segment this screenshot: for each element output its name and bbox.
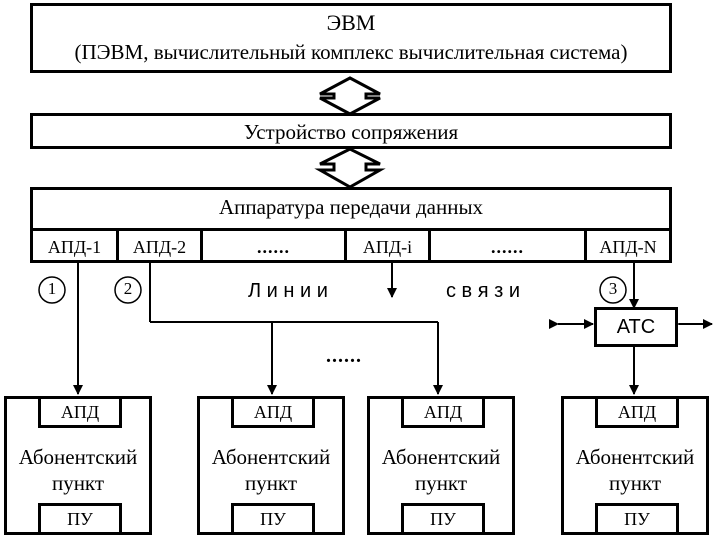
exchange-label: АТС <box>616 316 656 338</box>
double-arrow-computer-interface <box>319 76 381 116</box>
subscriber-4-name-2: пункт <box>608 471 662 495</box>
data-equipment-box: Аппаратура передачи данных АПД-1 АПД-2 .… <box>30 187 672 263</box>
subscriber-1-name-1: Абонентский <box>18 445 138 469</box>
subscribers-ellipsis: ...... <box>326 345 362 367</box>
cell-apd-n: АПД-N <box>599 236 657 257</box>
subscriber-3-name-2: пункт <box>414 471 468 495</box>
subscriber-3-apd: АПД <box>401 396 485 428</box>
subscriber-2-pu: ПУ <box>231 503 315 535</box>
cell-apd-i: АПД-i <box>347 231 431 263</box>
marker-circle-2 <box>114 276 142 304</box>
cell-apd-1: АПД-1 <box>33 231 119 263</box>
subscriber-1: АПД Абонентский пункт ПУ <box>4 396 152 535</box>
data-equipment-label: Аппаратура передачи данных <box>218 195 484 219</box>
lines-label-word1: Л и н и и <box>248 280 328 302</box>
subscriber-4-pu: ПУ <box>595 503 679 535</box>
cell-ellipsis-2: ...... <box>431 231 587 263</box>
subscriber-4-name-1: Абонентский <box>575 445 695 469</box>
cell-ellipsis-1: ...... <box>203 231 347 263</box>
marker-circle-3 <box>599 276 627 304</box>
exchange-box: АТС <box>594 307 678 347</box>
interface-device-label: Устройство сопряжения <box>243 120 459 144</box>
marker-3: 3 <box>608 279 618 298</box>
marker-1: 1 <box>47 279 57 298</box>
double-arrow-interface-equipment <box>314 147 386 189</box>
cell-apd-2: АПД-2 <box>119 231 203 263</box>
equipment-divider <box>33 228 669 231</box>
subscriber-3: АПД Абонентский пункт ПУ <box>367 396 515 535</box>
lines-label-word2: с в я з и <box>446 280 521 302</box>
subscriber-2: АПД Абонентский пункт ПУ <box>197 396 345 535</box>
marker-2: 2 <box>123 279 133 298</box>
subscriber-1-apd: АПД <box>38 396 122 428</box>
subscriber-2-apd: АПД <box>231 396 315 428</box>
subscriber-4-apd: АПД <box>595 396 679 428</box>
subscriber-3-pu: ПУ <box>401 503 485 535</box>
subscriber-1-pu: ПУ <box>38 503 122 535</box>
subscriber-3-name-1: Абонентский <box>381 445 501 469</box>
marker-circle-1 <box>38 276 66 304</box>
computer-subtitle: (ПЭВМ, вычислительный комплекс вычислите… <box>74 40 628 64</box>
subscriber-1-name-2: пункт <box>51 471 105 495</box>
computer-box: ЭВМ (ПЭВМ, вычислительный комплекс вычис… <box>30 3 672 73</box>
subscriber-4: АПД Абонентский пункт ПУ <box>561 396 709 535</box>
subscriber-2-name-2: пункт <box>244 471 298 495</box>
interface-device-box: Устройство сопряжения <box>30 113 672 149</box>
computer-title: ЭВМ <box>326 10 376 35</box>
subscriber-2-name-1: Абонентский <box>211 445 331 469</box>
